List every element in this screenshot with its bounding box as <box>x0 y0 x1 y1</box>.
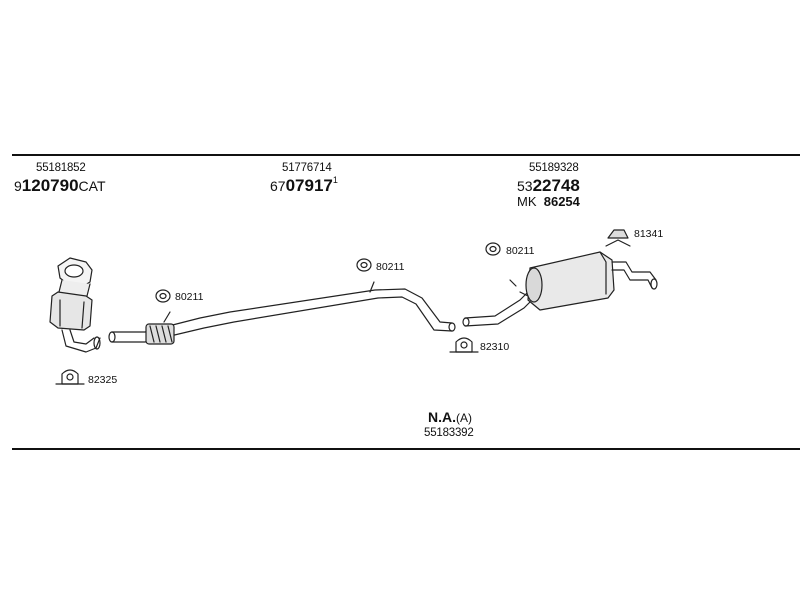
rear-extra-code: MK 86254 <box>517 195 580 208</box>
middle-code-main: 07917 <box>285 176 333 195</box>
front-bracket-clamp <box>55 369 85 385</box>
clamp-code-rear-bracket: 82310 <box>480 341 510 353</box>
front-catalog-code: 9120790CAT <box>14 177 106 194</box>
catalytic-converter <box>49 257 101 353</box>
note-na: N.A.(A) <box>428 410 472 424</box>
rear-code-main: 22748 <box>532 176 580 195</box>
front-code-suffix: CAT <box>78 178 106 194</box>
top-rule <box>12 154 800 156</box>
middle-part-number: 51776714 <box>282 162 332 174</box>
clamp-code-hanger: 81341 <box>634 228 664 240</box>
middle-code-sup: 1 <box>332 175 338 185</box>
middle-catalog-code: 67079171 <box>270 175 338 195</box>
rear-gasket <box>485 242 501 256</box>
rear-catalog-code: 5322748 <box>517 177 580 194</box>
middle-gasket <box>356 258 372 272</box>
rear-extra-prefix: MK <box>517 194 537 209</box>
front-part-number: 55181852 <box>36 162 86 174</box>
rear-bracket-clamp <box>449 337 479 353</box>
bottom-rule <box>12 448 800 450</box>
intermediate-pipe <box>108 281 456 345</box>
rear-silencer <box>462 251 658 327</box>
front-code-main: 120790 <box>21 176 79 195</box>
clamp-code-front-gasket: 80211 <box>175 291 204 303</box>
note-part-number: 55183392 <box>424 427 474 439</box>
note-main: N.A. <box>428 409 456 425</box>
clamp-code-front-bracket: 82325 <box>88 374 118 386</box>
front-code-prefix: 9 <box>14 178 22 194</box>
clamp-code-rear-gasket: 80211 <box>506 245 535 257</box>
rear-extra-number: 86254 <box>543 194 580 209</box>
middle-code-prefix: 67 <box>270 178 286 194</box>
front-gasket <box>155 289 171 303</box>
rear-part-number: 55189328 <box>529 162 579 174</box>
clamp-code-middle-gasket: 80211 <box>376 261 405 273</box>
rubber-hanger <box>605 229 631 247</box>
rear-code-prefix: 53 <box>517 178 533 194</box>
note-sub: (A) <box>456 411 472 425</box>
